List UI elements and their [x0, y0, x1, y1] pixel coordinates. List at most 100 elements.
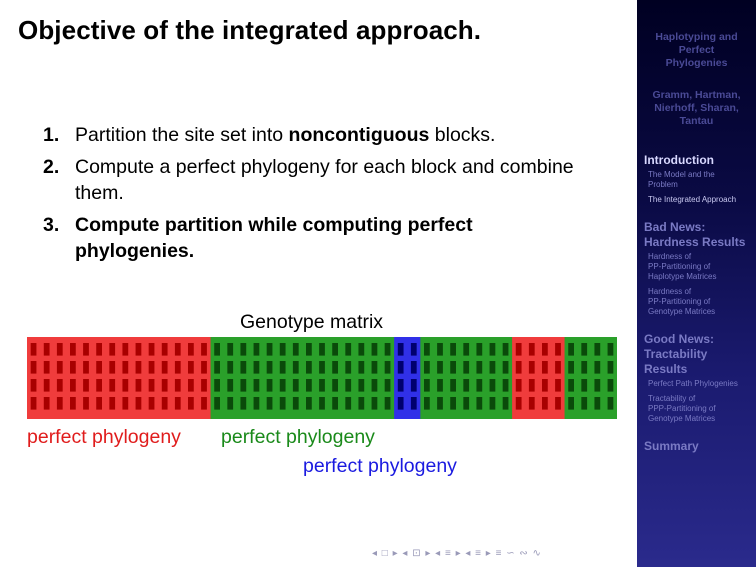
- sidebar-section[interactable]: Tractability: [644, 347, 708, 361]
- matrix-cell: [542, 397, 548, 410]
- matrix-cell: [214, 397, 220, 410]
- sidebar-section[interactable]: Good News:: [644, 332, 715, 346]
- matrix-cell: [345, 379, 352, 392]
- matrix-cell: [437, 343, 443, 356]
- red-block-label: perfect phylogeny: [27, 426, 181, 448]
- item-number: 1.: [43, 124, 60, 146]
- matrix-cell: [607, 361, 614, 374]
- matrix-cell: [70, 361, 76, 374]
- matrix-cell: [476, 397, 483, 410]
- matrix-cell: [201, 379, 207, 392]
- matrix-cell: [306, 361, 312, 374]
- matrix-cell: [70, 397, 76, 410]
- matrix-caption: Genotype matrix: [240, 311, 384, 333]
- matrix-cell: [135, 361, 142, 374]
- matrix-cell: [319, 397, 325, 410]
- matrix-cell: [122, 397, 129, 410]
- matrix-cell: [319, 361, 325, 374]
- sidebar-section[interactable]: Bad News:: [644, 220, 706, 234]
- sidebar-subsection[interactable]: Hardness of: [648, 252, 692, 261]
- matrix-cell: [240, 343, 247, 356]
- red-block: [27, 337, 212, 419]
- sidebar-subsection[interactable]: Perfect Path Phylogenies: [648, 379, 738, 388]
- matrix-cell: [83, 397, 89, 410]
- matrix-cell: [581, 397, 588, 410]
- slide: Objective of the integrated approach. 1.…: [18, 15, 617, 559]
- matrix-cell: [489, 361, 496, 374]
- matrix-cell: [135, 397, 142, 410]
- matrix-cell: [279, 361, 286, 374]
- matrix-cell: [463, 379, 470, 392]
- sidebar-subsection[interactable]: PPP-Partitioning of: [648, 404, 716, 413]
- matrix-cell: [96, 361, 102, 374]
- sidebar-subsection[interactable]: Problem: [648, 180, 678, 189]
- matrix-cell: [358, 379, 365, 392]
- beamer-navigation-bar[interactable]: ◂ □ ▸ ◂ ⊡ ▸ ◂ ≡ ▸ ◂ ≡ ▸ ≡ ∽ ∾ ∿: [372, 548, 542, 559]
- matrix-cell: [279, 397, 286, 410]
- matrix-cell: [397, 379, 404, 392]
- matrix-cell: [30, 361, 37, 374]
- matrix-cell: [345, 343, 352, 356]
- matrix-cell: [109, 379, 116, 392]
- matrix-cell: [476, 361, 483, 374]
- item-text: Partition the site set into: [75, 124, 289, 146]
- matrix-cell: [30, 343, 37, 356]
- matrix-cell: [43, 397, 50, 410]
- matrix-cell: [489, 343, 496, 356]
- matrix-cell: [542, 343, 548, 356]
- matrix-cell: [122, 379, 129, 392]
- matrix-cell: [292, 397, 299, 410]
- matrix-cell: [174, 361, 181, 374]
- matrix-cell: [476, 379, 483, 392]
- matrix-cell: [555, 397, 561, 410]
- matrix-cell: [292, 379, 299, 392]
- matrix-cell: [266, 343, 273, 356]
- sidebar-subsection[interactable]: Genotype Matrices: [648, 307, 716, 316]
- matrix-cell: [437, 361, 443, 374]
- sidebar-subsection[interactable]: Genotype Matrices: [648, 414, 716, 423]
- matrix-cell: [358, 361, 365, 374]
- matrix-svg: [27, 337, 617, 419]
- sidebar-subsection[interactable]: Tractability of: [648, 394, 696, 403]
- sidebar-subsection[interactable]: The Integrated Approach: [648, 195, 737, 204]
- sidebar-subsection[interactable]: The Model and the: [648, 170, 715, 179]
- frame-title: Objective of the integrated approach.: [18, 15, 482, 45]
- sidebar-section[interactable]: Summary: [644, 439, 699, 453]
- matrix-cell: [214, 379, 220, 392]
- matrix-cell: [345, 397, 352, 410]
- matrix-cell: [306, 343, 312, 356]
- matrix-cell: [424, 361, 430, 374]
- matrix-cell: [594, 343, 601, 356]
- matrix-cell: [253, 379, 260, 392]
- matrix-cell: [463, 361, 470, 374]
- sidebar-section[interactable]: Results: [644, 362, 688, 376]
- matrix-cell: [306, 397, 312, 410]
- matrix-cell: [410, 397, 417, 410]
- sidebar-subsection[interactable]: Haplotype Matrices: [648, 272, 717, 281]
- sidebar-authors: Tantau: [679, 115, 714, 127]
- sidebar-subsection[interactable]: Hardness of: [648, 287, 692, 296]
- sidebar-subsection[interactable]: PP-Partitioning of: [648, 262, 711, 271]
- matrix-cell: [279, 379, 286, 392]
- green-block: [210, 337, 395, 419]
- matrix-cell: [332, 361, 338, 374]
- sidebar-presentation-title: Perfect: [678, 44, 715, 56]
- matrix-cell: [266, 379, 273, 392]
- matrix-cell: [568, 397, 574, 410]
- matrix-cell: [227, 379, 234, 392]
- matrix-cell: [542, 379, 548, 392]
- matrix-cell: [135, 343, 142, 356]
- matrix-cell: [384, 379, 391, 392]
- matrix-cell: [424, 397, 430, 410]
- sidebar-subsection[interactable]: PP-Partitioning of: [648, 297, 711, 306]
- matrix-cell: [96, 397, 102, 410]
- matrix-cell: [161, 343, 168, 356]
- matrix-cell: [43, 361, 50, 374]
- matrix-cell: [161, 361, 168, 374]
- green-block-label: perfect phylogeny: [221, 426, 375, 448]
- matrix-cell: [515, 379, 522, 392]
- sidebar-section[interactable]: Hardness Results: [644, 235, 746, 249]
- matrix-cell: [43, 343, 50, 356]
- sidebar-section[interactable]: Introduction: [644, 153, 714, 167]
